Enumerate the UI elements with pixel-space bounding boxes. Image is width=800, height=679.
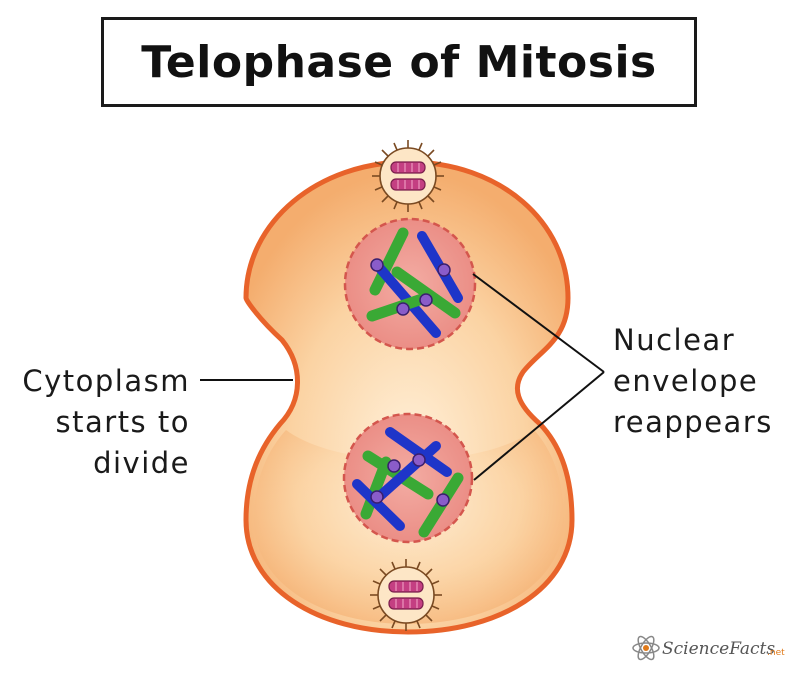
page-title: Telophase of Mitosis (141, 36, 657, 88)
nuclear-leader-line-top (472, 273, 605, 373)
chromosomes-top (366, 227, 463, 338)
sciencefacts-logo: ScienceFacts .net (632, 635, 785, 661)
cytoplasm-label-line-3: divide (93, 446, 190, 480)
nuclear-label-line-3: reappears (613, 405, 773, 439)
cytoplasm-label-line-1: Cytoplasm (22, 364, 190, 398)
atom-icon (632, 635, 660, 661)
logo-sub: .net (767, 648, 785, 658)
chromosomes-bottom (352, 427, 464, 538)
logo-text: ScienceFacts (662, 639, 775, 659)
cytoplasm-label-line-2: starts to (56, 405, 190, 439)
nuclear-label-line-2: envelope (613, 364, 758, 398)
centrosome-top (372, 140, 444, 212)
nucleus-top (343, 217, 477, 351)
nucleus-bottom (342, 412, 474, 544)
nuclear-label-line-1: Nuclear (613, 323, 735, 357)
nuclear-leader-line-bottom (473, 371, 605, 481)
centrosome-bottom (370, 559, 442, 631)
title-box: Telophase of Mitosis (101, 17, 697, 107)
